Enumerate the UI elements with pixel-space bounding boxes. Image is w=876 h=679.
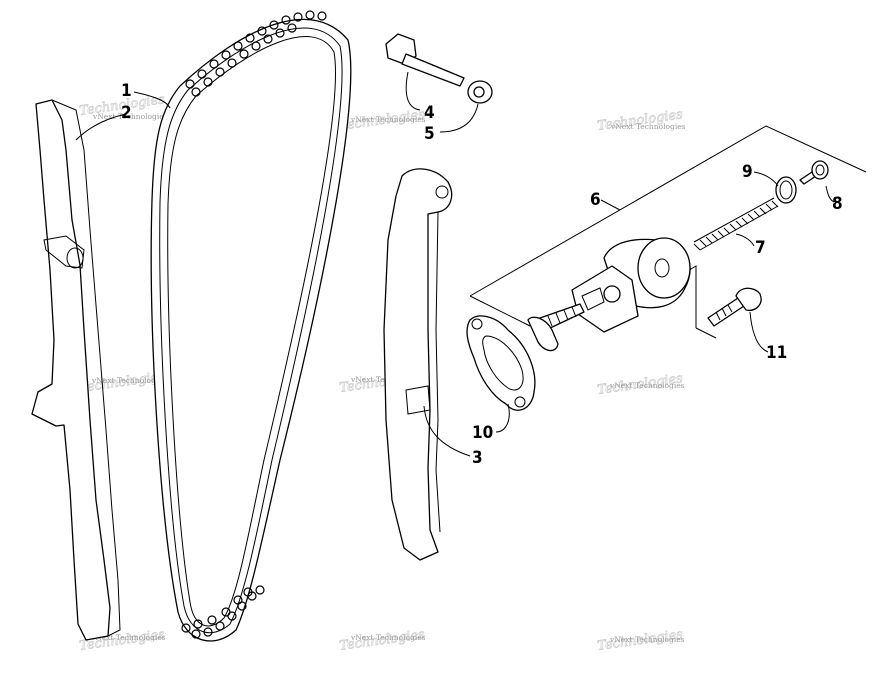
- chain-guide-rear: [31, 99, 121, 641]
- watermark-text: vNext Technologies: [350, 633, 426, 642]
- callout-3: 3: [472, 448, 483, 468]
- watermark-text: vNext Technologies: [92, 112, 168, 121]
- callout-2: 2: [121, 103, 132, 123]
- callout-8: 8: [832, 194, 843, 214]
- callout-4: 4: [424, 103, 435, 123]
- watermark-text: vNext Technologies: [609, 381, 685, 390]
- pivot-bolt: [385, 33, 465, 87]
- mounting-bolt: [707, 287, 762, 327]
- watermark-text: vNext Technologies: [90, 633, 166, 642]
- tensioner-gasket: [466, 315, 536, 411]
- callout-11: 11: [766, 343, 787, 363]
- leader-lines: [75, 71, 835, 457]
- callout-9: 9: [742, 162, 753, 182]
- callout-10: 10: [472, 423, 493, 443]
- callout-1: 1: [121, 81, 132, 101]
- callout-6: 6: [590, 190, 601, 210]
- watermark-text: vNext Technologies: [91, 376, 167, 385]
- callout-labels: 1 2 4 5 6 7 8 9 10 3 11: [121, 81, 843, 468]
- tensioner-body: [527, 237, 691, 352]
- tensioner-spring: [693, 197, 779, 251]
- o-ring: [775, 176, 797, 204]
- watermark-text: vNext Technologies: [610, 122, 686, 131]
- cap-bolt: [799, 160, 829, 185]
- watermark-text: vNext Technologies: [350, 115, 426, 124]
- chain-guide-front: [383, 168, 453, 561]
- timing-chain: [150, 10, 352, 642]
- callout-7: 7: [755, 238, 766, 258]
- watermark-text: vNext Technologies: [609, 635, 685, 644]
- tensioner-frame: [469, 125, 867, 339]
- callout-5: 5: [424, 124, 435, 144]
- bolt-washer: [467, 80, 493, 104]
